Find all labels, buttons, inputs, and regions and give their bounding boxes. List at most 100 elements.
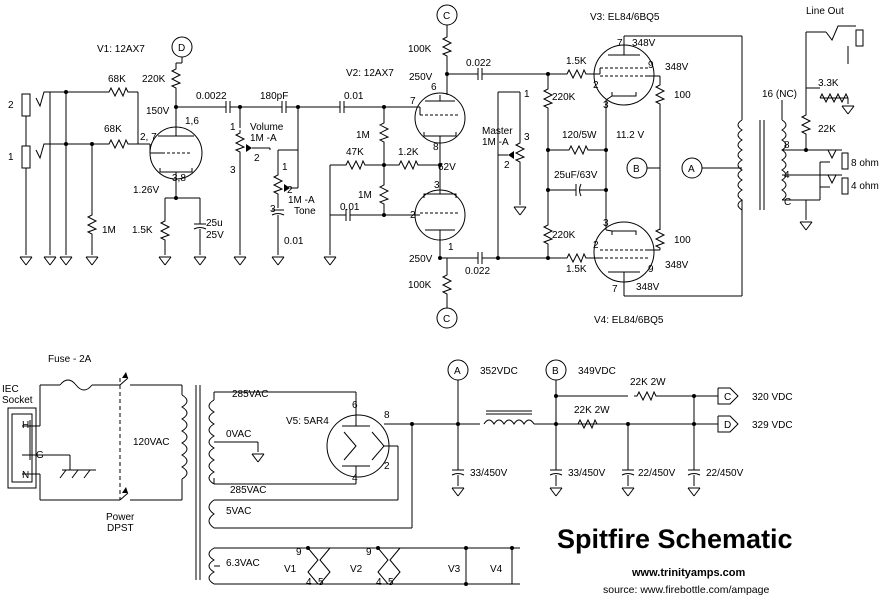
c0022-v2-top: 0.022 xyxy=(466,58,491,69)
v3-label: V3: EL84/6BQ5 xyxy=(590,12,660,23)
v5-label: 5VAC xyxy=(226,506,251,517)
v4-pin2: 2 xyxy=(593,240,599,251)
heater-v3: V3 xyxy=(448,564,461,575)
v2-cathode-volt: 62V xyxy=(438,162,456,173)
v2b-tube xyxy=(414,165,466,258)
heater-pin4-b: 4 xyxy=(376,577,382,588)
v3-pin2: 2 xyxy=(593,80,599,91)
bplus-rail xyxy=(410,359,718,470)
rect-pin4: 4 xyxy=(352,473,358,484)
svg-text:C: C xyxy=(443,11,450,22)
cathode-volt: 11.2 V xyxy=(616,130,644,141)
c0022-label: 0.0022 xyxy=(196,91,227,102)
v2-pin7: 7 xyxy=(410,96,416,107)
iec-socket xyxy=(7,407,40,489)
v2-plate-bot-volt: 250V xyxy=(409,254,433,265)
tone-value: 1M -A xyxy=(288,195,315,206)
tone-pin-3: 3 xyxy=(270,204,276,215)
v1-pins-27: 2, 7 xyxy=(140,132,157,143)
v349-label: 349VDC xyxy=(578,366,616,377)
source-text: source: www.firebottle.com/ampage xyxy=(603,584,769,596)
svg-text:C: C xyxy=(724,392,731,403)
jack-2-label: 2 xyxy=(8,100,14,111)
schematic-title: Spitfire Schematic xyxy=(557,524,793,554)
input-jacks: 2 1 xyxy=(8,87,150,266)
v2-pin8: 8 xyxy=(433,142,439,153)
v3-pin7: 7 xyxy=(617,38,623,49)
svg-text:B: B xyxy=(633,164,640,175)
v2-pin2: 2 xyxy=(410,210,416,221)
v2-label: V2: 12AX7 xyxy=(346,68,394,79)
speaker-jacks xyxy=(819,149,849,200)
rect-pin2: 2 xyxy=(384,461,390,472)
v2-pin6: 6 xyxy=(431,82,437,93)
r47k-label: 47K xyxy=(346,147,364,158)
master-pot xyxy=(497,91,527,258)
tone-label: Tone xyxy=(294,206,316,217)
node-d-v1: D xyxy=(171,36,193,127)
r12k-label: 1.2K xyxy=(398,147,419,158)
v2-pin1: 1 xyxy=(448,242,454,253)
r15k-bot-label: 1.5K xyxy=(566,264,587,275)
tone-cap-label: 0.01 xyxy=(284,236,304,247)
tap-8-label: 8 xyxy=(784,140,790,151)
ohm8-label: 8 ohm xyxy=(851,158,879,169)
v5-tube-label: V5: 5AR4 xyxy=(286,416,329,427)
heater-v1: V1 xyxy=(284,564,297,575)
rect-pin8: 8 xyxy=(384,410,390,421)
node-c-v2-top: C xyxy=(436,4,458,95)
c25u-label: 25u xyxy=(206,218,223,229)
v320-label: 320 VDC xyxy=(752,392,793,403)
vol-pin-1: 1 xyxy=(230,122,236,133)
v285-bot-label: 285VAC xyxy=(230,485,267,496)
r100k-v2-top: 100K xyxy=(408,44,432,55)
v1-pins-38: 3,8 xyxy=(172,173,186,184)
r1m-v2-a: 1M xyxy=(356,130,370,141)
node-c-v2-bot: C xyxy=(436,258,458,329)
v3-348-a: 348V xyxy=(632,38,656,49)
socket-label: Socket xyxy=(2,395,33,406)
fuse-label: Fuse - 2A xyxy=(48,354,92,365)
r220k-top-label: 220K xyxy=(552,92,576,103)
r220k-bot-label: 220K xyxy=(552,230,576,241)
v1-cathode-volt: 1.26V xyxy=(133,185,159,196)
power-label: Power xyxy=(106,512,135,523)
heater-pin9-a: 9 xyxy=(296,547,302,558)
v3-pin3: 3 xyxy=(603,100,609,111)
c001-top-label: 0.01 xyxy=(344,91,364,102)
node-b-power: B xyxy=(626,157,660,179)
v4-348-a: 348V xyxy=(665,260,689,271)
v1-label: V1: 12AX7 xyxy=(97,44,145,55)
v120-label: 120VAC xyxy=(133,437,170,448)
svg-text:D: D xyxy=(724,420,731,431)
c22-b-label: 22/450V xyxy=(706,468,744,479)
vol-pin-3: 3 xyxy=(230,165,236,176)
node-c-supply: C xyxy=(717,387,739,405)
r120-5w-label: 120/5W xyxy=(562,130,597,141)
r22k2w-top-label: 22K 2W xyxy=(630,377,666,388)
tone-pin-2: 2 xyxy=(287,185,293,196)
node-b-supply: B xyxy=(552,366,559,377)
iec-label: IEC xyxy=(2,384,19,395)
v1-pins-16: 1,6 xyxy=(185,116,199,127)
heater-v4: V4 xyxy=(490,564,503,575)
node-a-supply: A xyxy=(454,366,461,377)
jack-1-label: 1 xyxy=(8,152,14,163)
master-pin-2: 2 xyxy=(504,160,510,171)
ohm4-label: 4 ohm xyxy=(851,181,879,192)
r33k-label: 3.3K xyxy=(818,78,839,89)
r15k-v1-label: 1.5K xyxy=(132,225,153,236)
v1-plate-volt: 150V xyxy=(146,106,170,117)
v2-bias-network xyxy=(323,105,442,266)
r1m-v1-label: 1M xyxy=(102,225,116,236)
r68k-top-label: 68K xyxy=(108,74,126,85)
v3-348-b: 348V xyxy=(665,62,689,73)
volume-pot xyxy=(233,107,270,266)
node-a-power: A xyxy=(681,157,732,179)
r1m-v2-b: 1M xyxy=(358,190,372,201)
v352-label: 352VDC xyxy=(480,366,518,377)
line-out-label: Line Out xyxy=(806,6,844,17)
c33-a-label: 33/450V xyxy=(470,468,508,479)
r15k-top-label: 1.5K xyxy=(566,56,587,67)
